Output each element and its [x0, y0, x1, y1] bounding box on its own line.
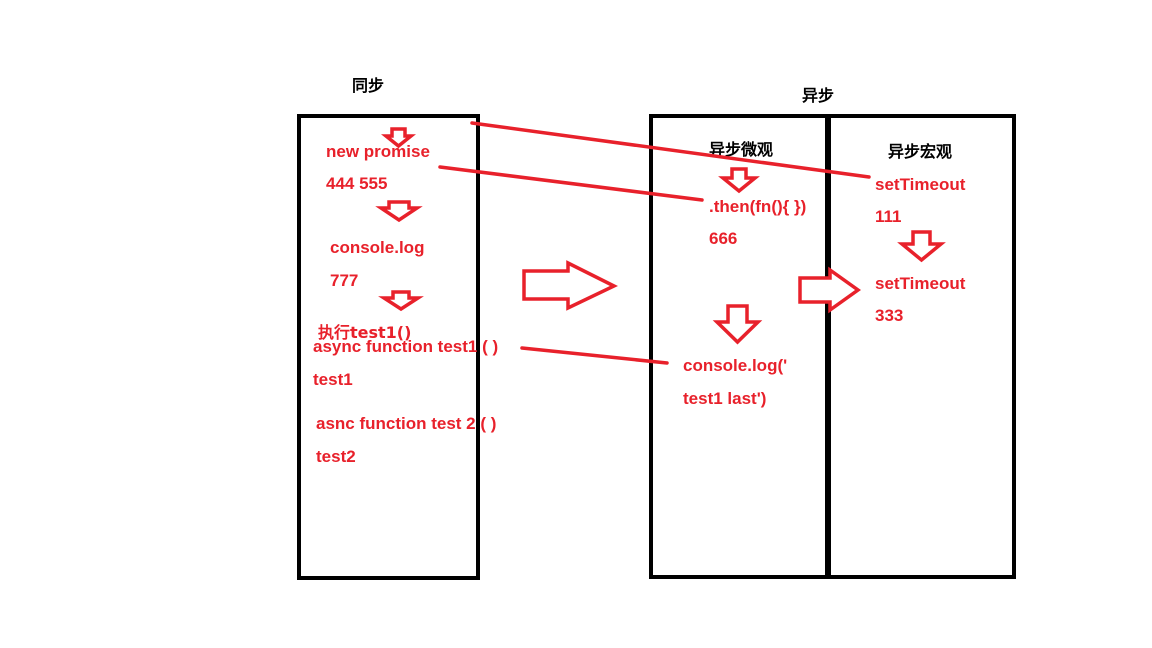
connector-line: [438, 165, 704, 202]
sync-box: [297, 114, 480, 580]
right-arrow-icon: [798, 266, 862, 314]
then-fn-label: .then(fn(){ }): [709, 197, 807, 216]
macro-box: [825, 114, 1016, 579]
down-arrow-icon: [718, 167, 760, 194]
settimeout-2-label: setTimeout: [875, 274, 966, 293]
console-log-label: console.log: [330, 238, 425, 257]
num-777-label: 777: [330, 271, 359, 290]
down-arrow-icon: [375, 200, 423, 223]
num-111-label: 111: [875, 207, 902, 226]
settimeout-1-label: setTimeout: [875, 175, 966, 194]
async-test1-label: async function test1 ( ): [313, 337, 499, 356]
asnc-test2-label: asnc function test 2 ( ): [316, 414, 497, 433]
connector-line: [470, 121, 871, 179]
down-arrow-icon: [897, 230, 946, 263]
test2-label: test2: [316, 447, 356, 466]
num-666-label: 666: [709, 229, 738, 248]
micro-header: 异步微观: [709, 140, 774, 159]
console-log-test1-label: console.log(': [683, 356, 788, 375]
exec-test1-label: 执行test1(): [318, 323, 412, 342]
down-arrow-icon: [378, 290, 424, 312]
down-arrow-icon: [712, 304, 763, 345]
micro-box: [649, 114, 831, 579]
down-arrow-icon: [381, 127, 416, 149]
nums-444-555-label: 444 555: [326, 174, 388, 193]
async-header: 异步: [802, 86, 835, 105]
num-333-label: 333: [875, 306, 904, 325]
right-arrow-icon: [522, 260, 618, 311]
connector-line: [520, 346, 669, 365]
sync-header: 同步: [352, 76, 385, 95]
test1-last-label: test1 last'): [683, 389, 767, 408]
new-promise-label: new promise: [326, 142, 430, 161]
test1-label: test1: [313, 370, 353, 389]
macro-header: 异步宏观: [888, 142, 953, 161]
